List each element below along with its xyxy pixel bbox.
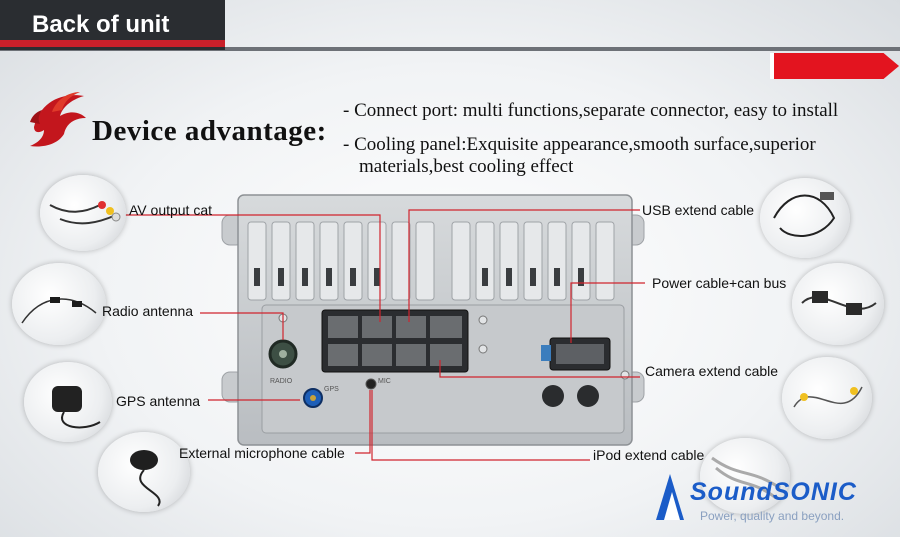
power-cable-thumbnail xyxy=(792,263,884,345)
header-rule xyxy=(0,47,900,51)
bullet-cooling-panel-cont: materials,best cooling effect xyxy=(359,156,574,177)
bullet-cooling-panel: - Cooling panel:Exquisite appearance,smo… xyxy=(343,134,816,155)
usb-cable-thumbnail xyxy=(760,178,850,258)
microphone-thumbnail xyxy=(98,432,190,512)
ipod-cable-thumbnail xyxy=(700,438,790,514)
red-arrow-tag xyxy=(770,53,899,79)
header-red-stripe xyxy=(0,40,225,47)
brand-logo-icon xyxy=(656,474,684,520)
radio-antenna-thumbnail xyxy=(12,263,106,345)
page-title: Back of unit xyxy=(32,11,170,38)
bullet-connect-port: - Connect port: multi functions,separate… xyxy=(343,100,839,121)
av-cable-thumbnail xyxy=(40,175,126,251)
brand-slogan: Power, quality and beyond. xyxy=(700,509,845,523)
label-camera-cable: Camera extend cable xyxy=(645,363,779,379)
gps-antenna-thumbnail xyxy=(24,362,112,442)
label-power-cable: Power cable+can bus xyxy=(652,275,787,291)
label-ipod-cable: iPod extend cable xyxy=(593,447,705,463)
radio-marking: RADIO xyxy=(270,378,293,385)
label-av-output: AV output cat xyxy=(129,202,213,218)
mic-marking: MIC xyxy=(378,378,391,385)
brand-name: SoundSONIC xyxy=(690,478,857,506)
label-mic-cable: External microphone cable xyxy=(179,445,345,461)
label-usb-cable: USB extend cable xyxy=(642,202,755,218)
phoenix-logo-icon xyxy=(30,92,86,147)
label-radio-antenna: Radio antenna xyxy=(102,303,194,319)
advantage-title: Device advantage: xyxy=(92,115,327,147)
gps-marking: GPS xyxy=(324,386,339,393)
camera-cable-thumbnail xyxy=(782,357,872,439)
label-gps-antenna: GPS antenna xyxy=(116,393,201,409)
